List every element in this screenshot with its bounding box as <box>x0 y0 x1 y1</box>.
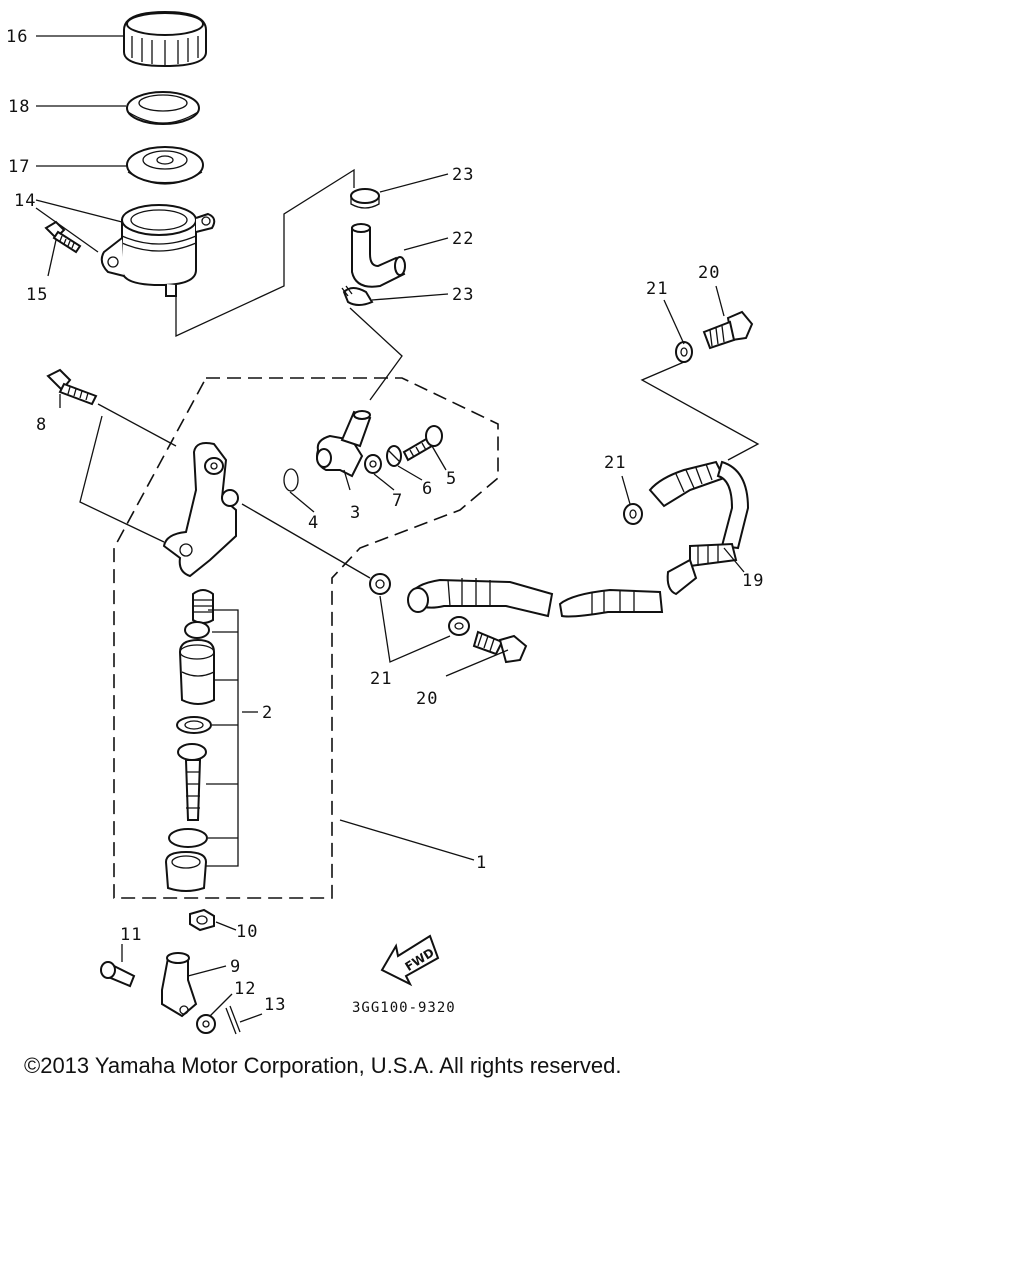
washer-part-21-lower <box>448 616 470 636</box>
clamp-part-23-upper <box>350 188 380 209</box>
callout-23-lower: 23 <box>452 285 474 305</box>
callout-4: 4 <box>308 513 319 533</box>
callout-20-upper: 20 <box>698 263 720 283</box>
cotter-pin-part-13 <box>225 1005 241 1035</box>
reservoir-cap-part-16 <box>123 10 207 68</box>
piston-kit-part-2 <box>164 589 215 892</box>
callout-12: 12 <box>234 979 256 999</box>
diagram-code: 3GG100-9320 <box>352 1000 456 1016</box>
hose-joint-part-3 <box>316 410 372 478</box>
o-ring-part-4 <box>283 468 299 492</box>
nut-part-10 <box>189 908 215 932</box>
callout-21-upper: 21 <box>646 279 668 299</box>
pin-part-11 <box>100 961 136 988</box>
callout-1: 1 <box>476 853 487 873</box>
fwd-direction-arrow: FWD <box>380 934 440 987</box>
diaphragm-part-18 <box>126 91 200 125</box>
clevis-part-9 <box>161 952 198 1018</box>
callout-15: 15 <box>26 285 48 305</box>
washer-part-21-upper <box>675 341 693 363</box>
lock-washer-part-6 <box>386 445 402 467</box>
master-cylinder-body <box>162 442 239 578</box>
callout-3: 3 <box>350 503 361 523</box>
brake-hose-part-19 <box>407 460 750 618</box>
callout-labels: 1 2 3 4 5 6 7 8 9 10 11 12 13 14 15 16 1… <box>6 27 764 1015</box>
leader-lines <box>35 35 745 1023</box>
connector-lines <box>79 168 760 867</box>
callout-20-lower: 20 <box>416 689 438 709</box>
reservoir-tank-part-14 <box>100 204 216 297</box>
washer-part-7 <box>364 454 382 474</box>
callout-11: 11 <box>120 925 142 945</box>
callout-16: 16 <box>6 27 28 47</box>
diaphragm-holder-part-17 <box>126 146 204 185</box>
callout-7: 7 <box>392 491 403 511</box>
exploded-parts-diagram: FWD <box>6 10 764 1035</box>
callout-5: 5 <box>446 469 457 489</box>
callout-22: 22 <box>452 229 474 249</box>
callout-2: 2 <box>262 703 273 723</box>
callout-8: 8 <box>36 415 47 435</box>
callout-17: 17 <box>8 157 30 177</box>
reservoir-hose-part-22 <box>351 223 406 288</box>
callout-13: 13 <box>264 995 286 1015</box>
washer-part-21-middle <box>623 503 643 525</box>
bolt-part-15 <box>44 220 82 254</box>
callout-6: 6 <box>422 479 433 499</box>
washer-part-21-body <box>369 573 391 595</box>
callout-21-middle: 21 <box>604 453 626 473</box>
callout-18: 18 <box>8 97 30 117</box>
bolt-part-8 <box>46 368 98 406</box>
callout-10: 10 <box>236 922 258 942</box>
callout-23-upper: 23 <box>452 165 474 185</box>
union-bolt-part-20-upper <box>702 310 754 350</box>
callout-21-lower: 21 <box>370 669 392 689</box>
screw-part-5 <box>402 425 443 462</box>
clamp-part-23-lower <box>341 285 374 306</box>
union-bolt-part-20-lower <box>472 630 528 664</box>
callout-9: 9 <box>230 957 241 977</box>
washer-part-12 <box>196 1014 216 1034</box>
copyright-notice: ©2013 Yamaha Motor Corporation, U.S.A. A… <box>24 1053 622 1078</box>
callout-14: 14 <box>14 191 36 211</box>
callout-19: 19 <box>742 571 764 591</box>
assembly-dashed-boundary <box>113 377 499 899</box>
